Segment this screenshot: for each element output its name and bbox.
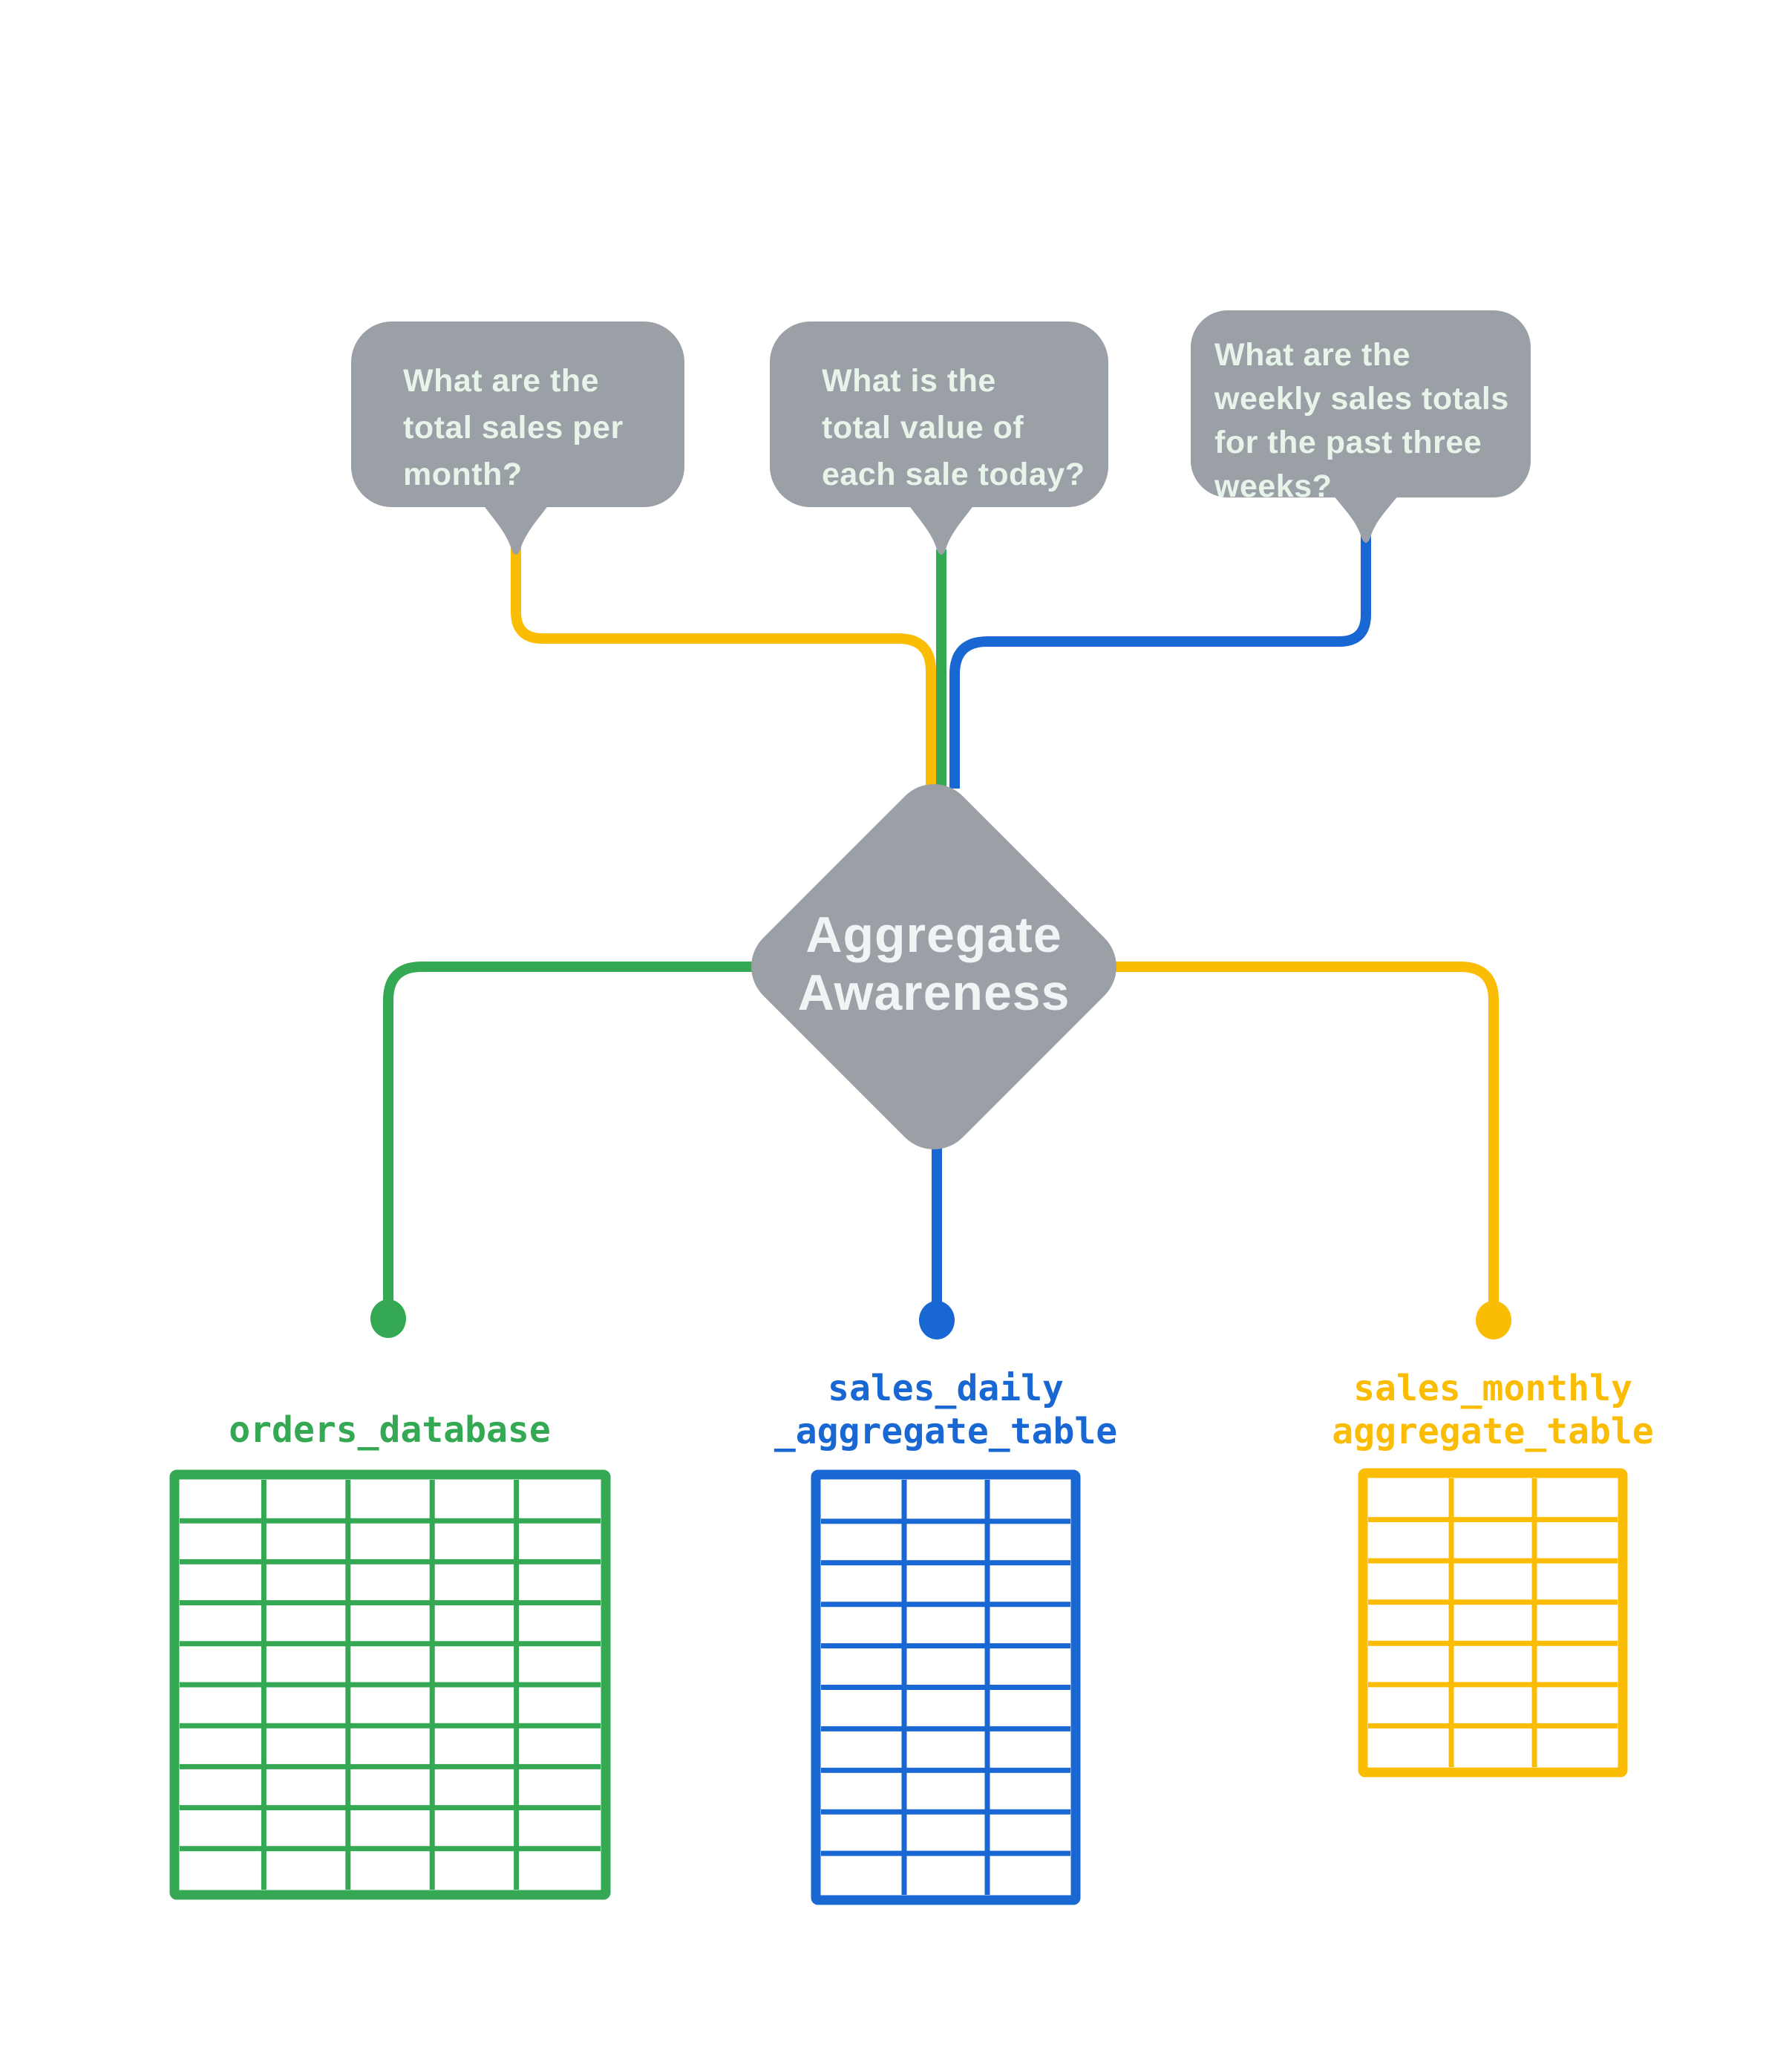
daily-table-label: sales_daily _aggregate_table	[774, 1368, 1117, 1452]
speech-bubble-weekly-text: What are the weekly sales totals for the…	[1214, 337, 1509, 504]
bubble-weekly-line-1: What are the	[1214, 337, 1410, 373]
bubble-weekly-line-3: for the past three	[1214, 425, 1482, 460]
bubble-daily-line-3: each sale today?	[822, 457, 1085, 492]
monthly-table-label: sales_monthly aggregate_table	[1332, 1368, 1653, 1452]
speech-bubble-monthly-text: What are the total sales per month?	[403, 363, 624, 492]
monthly-table-dot	[1476, 1301, 1511, 1339]
bubble-daily-line-1: What is the	[822, 363, 996, 399]
orders-database-table	[169, 1469, 611, 1900]
daily-table-label-line-2: _aggregate_table	[774, 1411, 1117, 1452]
orders-database-label: orders_database	[229, 1409, 550, 1451]
speech-bubble-daily-body	[770, 322, 1108, 507]
speech-bubble-daily-tail	[906, 502, 976, 555]
monthly-table-label-line-2: aggregate_table	[1332, 1411, 1653, 1452]
speech-bubble-weekly-body	[1191, 310, 1531, 497]
speech-bubble-monthly-tail	[481, 502, 551, 555]
aggregate-awareness-label: Aggregate Awareness	[798, 907, 1070, 1021]
orders-database-label-line-1: orders_database	[229, 1409, 550, 1451]
aggregate-awareness-diamond	[751, 784, 1116, 1149]
bubble-monthly-line-2: total sales per	[403, 410, 624, 445]
diamond-label-line-2: Awareness	[798, 965, 1070, 1021]
wire-monthly-question-to-diamond	[511, 546, 936, 789]
speech-bubble-monthly	[351, 322, 684, 555]
diamond-label-line-1: Aggregate	[805, 907, 1062, 963]
wire-diamond-to-orders-database	[383, 962, 772, 1304]
speech-bubble-weekly-tail	[1331, 492, 1401, 543]
speech-bubble-daily-text: What is the total value of each sale tod…	[822, 363, 1085, 492]
bubble-monthly-line-3: month?	[403, 457, 523, 492]
monthly-table-label-line-1: sales_monthly	[1353, 1368, 1632, 1409]
speech-bubble-daily	[770, 322, 1108, 555]
speech-bubble-weekly	[1191, 310, 1531, 543]
monthly-aggregate-table	[1358, 1468, 1628, 1778]
daily-table-label-line-1: sales_daily	[828, 1368, 1064, 1409]
bubble-weekly-line-2: weekly sales totals	[1214, 381, 1509, 417]
daily-aggregate-table	[811, 1469, 1081, 1905]
bubble-daily-line-2: total value of	[822, 410, 1024, 445]
orders-database-dot	[370, 1299, 406, 1338]
wire-weekly-question-to-diamond	[949, 536, 1371, 789]
bubble-weekly-line-4: weeks?	[1214, 469, 1332, 504]
bubble-monthly-line-1: What are the	[403, 363, 599, 399]
speech-bubble-monthly-body	[351, 322, 684, 507]
daily-table-dot	[919, 1301, 955, 1339]
wire-diamond-to-monthly-table	[1096, 962, 1499, 1305]
